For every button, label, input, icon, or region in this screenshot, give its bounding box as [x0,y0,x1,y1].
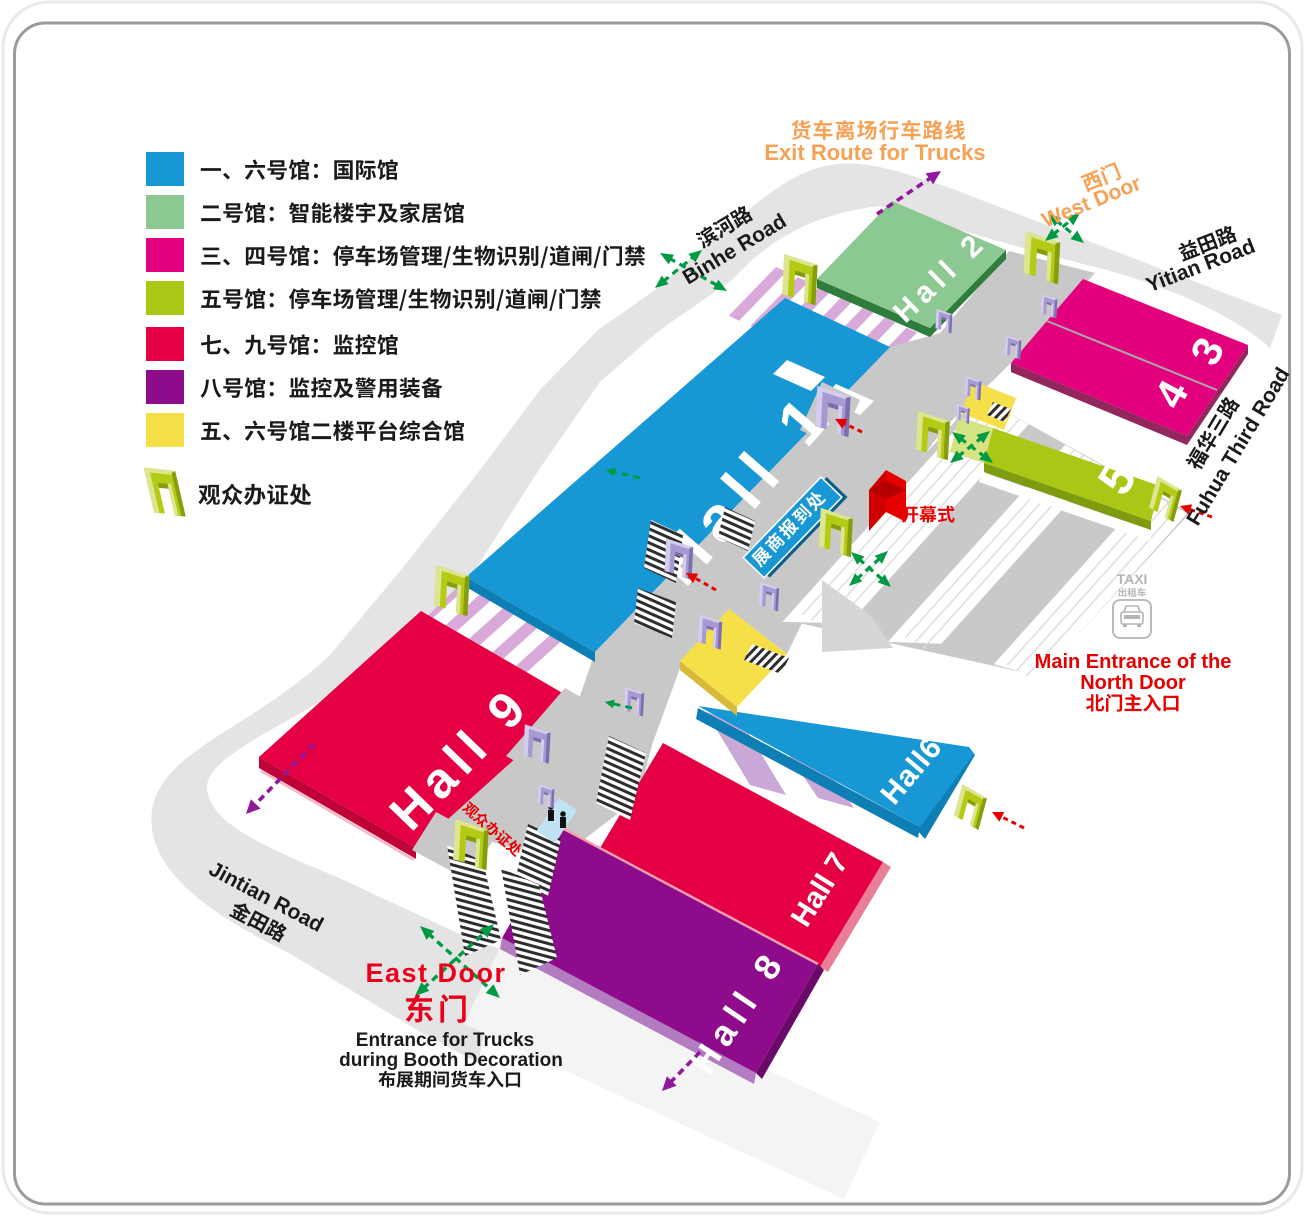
svg-text:Exit Route for Trucks: Exit Route for Trucks [764,140,985,165]
svg-text:Main Entrance of the: Main Entrance of the [1035,651,1232,673]
svg-text:TAXI: TAXI [1117,571,1148,587]
svg-text:during Booth Decoration: during Booth Decoration [339,1050,563,1071]
svg-text:East Door: East Door [365,958,506,988]
svg-text:North Door: North Door [1080,672,1186,694]
svg-text:Entrance for Trucks: Entrance for Trucks [356,1030,534,1051]
